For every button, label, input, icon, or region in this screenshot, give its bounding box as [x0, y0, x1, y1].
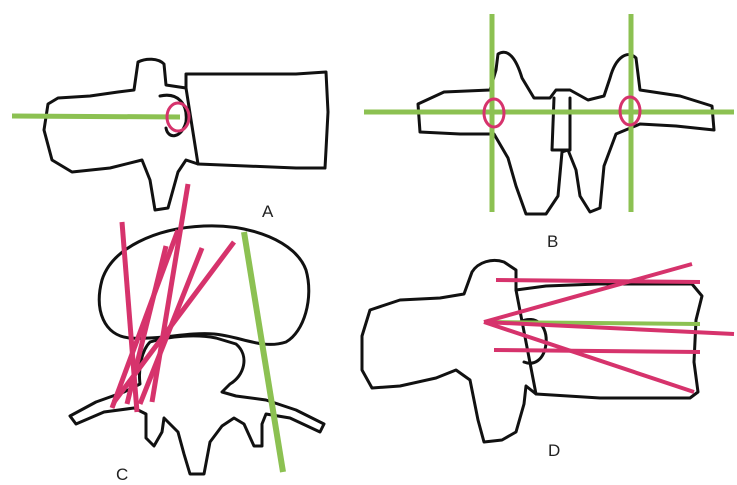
panel-a-green-line [12, 116, 180, 117]
panel-a [12, 59, 328, 210]
panel-a-label: A [262, 202, 274, 221]
panel-b-label: B [547, 232, 558, 251]
panel-c-pink-lines [112, 184, 234, 412]
panel-d-body-line [516, 290, 536, 394]
panel-d-pink-line [496, 280, 700, 282]
panel-d-label: D [548, 441, 560, 460]
panel-c [70, 184, 324, 474]
panel-d [362, 260, 734, 442]
panel-b-vertebra-outline [418, 52, 714, 214]
panel-b-spinous-process [552, 98, 570, 150]
panel-b [364, 14, 734, 214]
panel-c-label: C [116, 465, 128, 484]
panel-d-pink-line [494, 350, 700, 352]
panel-c-posterior-arch [70, 336, 324, 474]
